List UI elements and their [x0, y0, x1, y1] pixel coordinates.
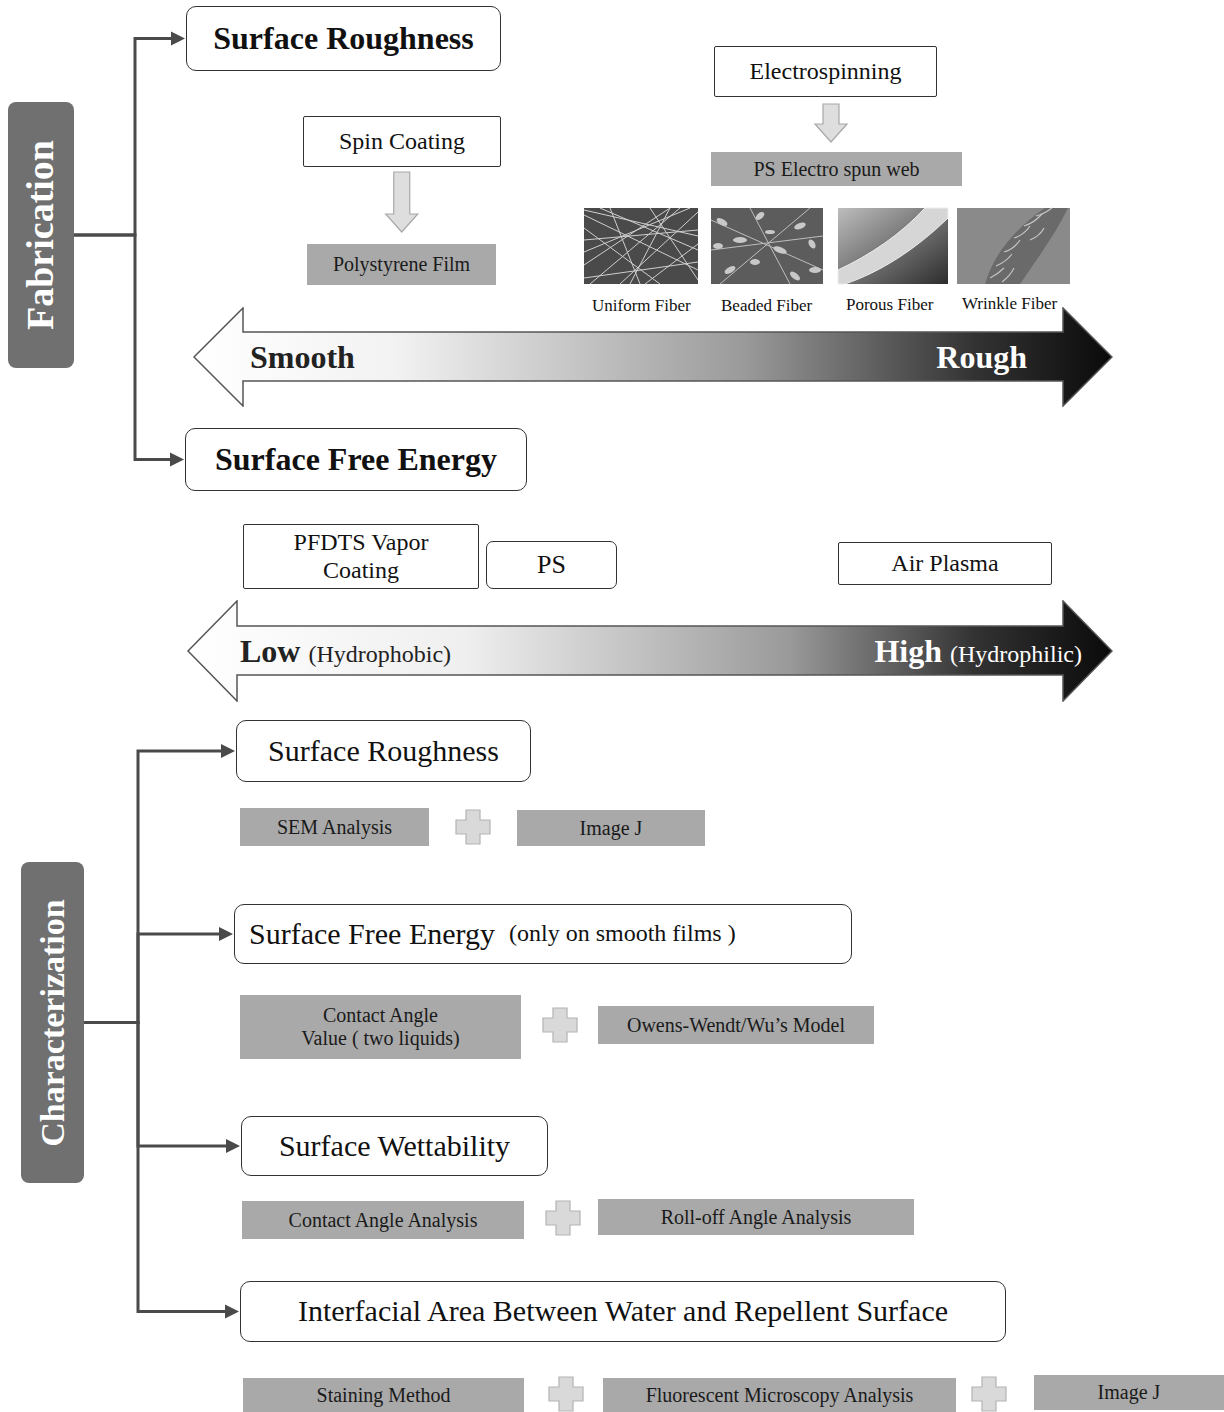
- node-text: Surface Free Energy: [215, 441, 497, 478]
- node-text: Spin Coating: [339, 128, 465, 156]
- node-text: High: [874, 633, 942, 670]
- image-caption: Porous Fiber: [846, 295, 933, 315]
- node-text: PS Electro spun web: [753, 158, 919, 181]
- block-arrow: [815, 104, 847, 142]
- node-box: Polystyrene Film: [307, 244, 496, 285]
- node-box: Smooth Rough: [193, 307, 1113, 407]
- node-text: Surface Free Energy: [249, 917, 495, 952]
- node-box: Image J: [1034, 1375, 1224, 1410]
- beaded-fiber-image: [711, 208, 823, 284]
- bracket-line: [84, 1023, 229, 1147]
- node-box: Surface Free Energy: [185, 428, 527, 491]
- node-text: Surface Wettability: [279, 1129, 510, 1164]
- arrow-head: [226, 1139, 240, 1153]
- node-box: Low (Hydrophobic) High (Hydrophilic): [187, 600, 1113, 702]
- node-text: Surface Roughness: [213, 20, 473, 57]
- bracket-line: [84, 1023, 228, 1312]
- node-text: Smooth: [250, 339, 355, 376]
- node-box: Fabrication: [8, 102, 74, 368]
- node-box: Spin Coating: [303, 116, 501, 167]
- wrinkle-fiber-image: [957, 208, 1070, 284]
- node-box: Image J: [517, 810, 705, 846]
- bracket-line: [84, 751, 224, 1023]
- arrow-label-group: Rough: [936, 339, 1027, 376]
- node-box: Characterization: [21, 862, 84, 1183]
- arrow-label-group: Smooth: [250, 339, 355, 376]
- node-text: Contact Angle Analysis: [289, 1209, 478, 1232]
- node-text: (only on smooth films ): [509, 920, 736, 948]
- node-box: SEM Analysis: [240, 808, 429, 846]
- node-box: Staining Method: [243, 1378, 524, 1412]
- arrow-outline: [188, 601, 1112, 701]
- connector: [84, 1023, 239, 1319]
- arrow-head: [171, 32, 185, 46]
- connector: [84, 744, 235, 1023]
- node-text: Surface Roughness: [268, 734, 499, 769]
- node-text: Characterization: [33, 899, 72, 1146]
- node-text: Fluorescent Microscopy Analysis: [646, 1384, 914, 1407]
- connector: [84, 927, 233, 1023]
- arrow-head: [219, 927, 233, 941]
- bracket-line: [84, 934, 222, 1023]
- node-text: Roll-off Angle Analysis: [661, 1206, 852, 1229]
- node-text: Air Plasma: [891, 550, 998, 578]
- node-text: Fabrication: [19, 140, 63, 330]
- connector: [74, 32, 185, 236]
- node-box: Surface Roughness: [236, 720, 531, 782]
- image-caption: Uniform Fiber: [592, 296, 691, 316]
- node-text: Low: [240, 633, 300, 670]
- node-text: (Hydrophilic): [950, 641, 1082, 669]
- node-box: PS: [486, 541, 617, 589]
- node-box: Surface Roughness: [186, 6, 501, 71]
- connector: [84, 1023, 240, 1154]
- node-box: Interfacial Area Between Water and Repel…: [240, 1281, 1006, 1342]
- node-text: Contact Angle Value ( two liquids): [271, 1004, 491, 1050]
- bracket-line: [74, 235, 173, 460]
- connector: [386, 172, 418, 232]
- image-caption: Wrinkle Fiber: [962, 294, 1057, 314]
- node-text: Electrospinning: [750, 58, 902, 86]
- node-box: Fluorescent Microscopy Analysis: [603, 1378, 956, 1412]
- connector: [74, 235, 184, 467]
- node-text: Interfacial Area Between Water and Repel…: [298, 1294, 948, 1329]
- node-box: PFDTS Vapor Coating: [243, 524, 479, 589]
- node-text: Rough: [936, 339, 1027, 376]
- node-box: Contact Angle Value ( two liquids): [240, 995, 521, 1059]
- node-text: Owens-Wendt/Wu’s Model: [627, 1014, 845, 1037]
- arrow-head: [170, 453, 184, 467]
- node-box: Roll-off Angle Analysis: [598, 1199, 914, 1235]
- node-text: (Hydrophobic): [308, 641, 451, 669]
- arrow-head: [225, 1305, 239, 1319]
- connector: [815, 104, 847, 142]
- arrow-label-group: Low (Hydrophobic): [240, 633, 451, 670]
- node-text: SEM Analysis: [277, 816, 392, 839]
- node-box: PS Electro spun web: [711, 152, 962, 186]
- node-box: Contact Angle Analysis: [242, 1201, 524, 1239]
- node-box: Air Plasma: [838, 542, 1052, 585]
- block-arrow: [386, 172, 418, 232]
- node-box: Owens-Wendt/Wu’s Model: [598, 1006, 874, 1044]
- node-text: Staining Method: [317, 1384, 451, 1407]
- bracket-line: [74, 39, 174, 236]
- arrow-head: [221, 744, 235, 758]
- image-caption: Beaded Fiber: [721, 296, 812, 316]
- node-text: PFDTS Vapor Coating: [276, 529, 446, 584]
- uniform-fiber-image: [584, 208, 698, 284]
- arrow-outline: [194, 308, 1112, 406]
- node-box: Surface Wettability: [241, 1116, 548, 1176]
- porous-fiber-image: [838, 208, 948, 284]
- node-text: Image J: [580, 817, 643, 840]
- node-text: Image J: [1098, 1381, 1161, 1404]
- node-box: Electrospinning: [714, 46, 937, 97]
- node-box: Surface Free Energy (only on smooth films…: [234, 904, 852, 964]
- node-text: PS: [537, 550, 566, 580]
- node-text: Polystyrene Film: [333, 253, 470, 276]
- arrow-label-group: High (Hydrophilic): [874, 633, 1082, 670]
